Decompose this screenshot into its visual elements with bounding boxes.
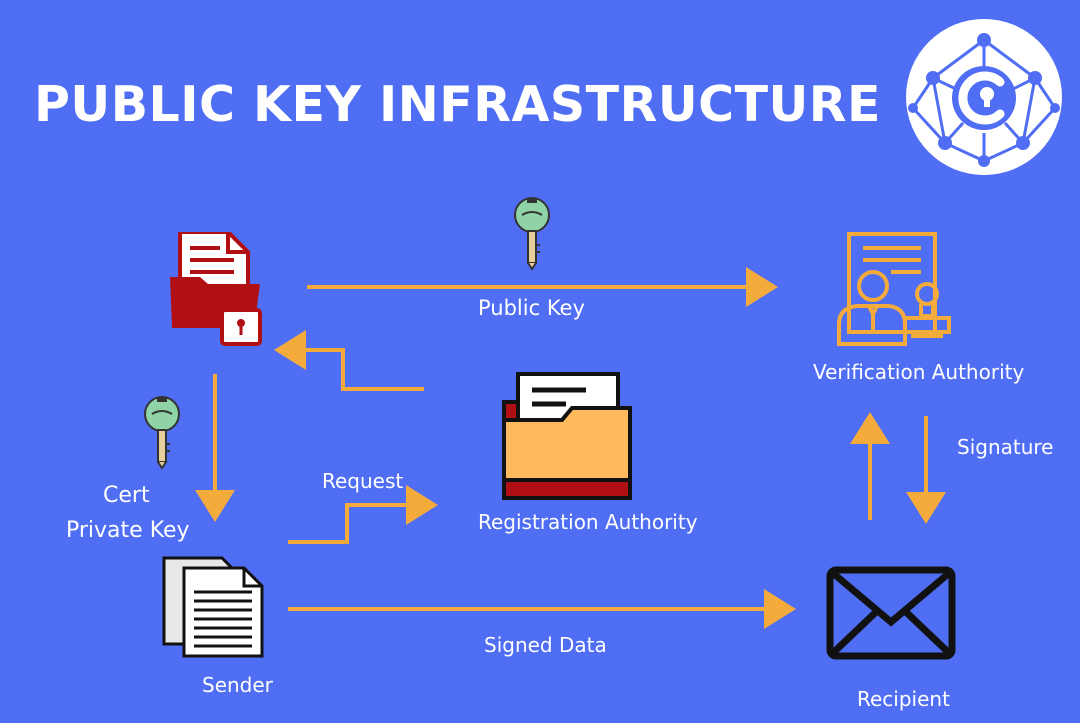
arrow-ra-to-secure-folder [274,330,424,391]
request-label: Request [322,469,404,493]
documents-icon [162,556,264,658]
verification-authority-label: Verification Authority [813,360,1025,384]
cert-label: Cert [103,483,150,508]
secure-folder-icon [170,232,262,346]
private-key-label: Private Key [66,518,190,543]
logo-globe-icon [906,19,1062,175]
public-key-label: Public Key [478,296,585,320]
key-icon [144,396,180,470]
key-icon [514,197,550,271]
envelope-icon [826,566,956,660]
recipient-label: Recipient [857,687,950,711]
arrow-request [288,485,438,544]
signed-data-label: Signed Data [484,633,607,657]
folder-icon [502,372,632,500]
signature-label: Signature [957,435,1054,459]
registration-authority-label: Registration Authority [478,510,698,534]
sender-label: Sender [202,673,273,697]
verification-authority-icon [837,232,951,346]
page-title: PUBLIC KEY INFRASTRUCTURE [34,76,881,133]
